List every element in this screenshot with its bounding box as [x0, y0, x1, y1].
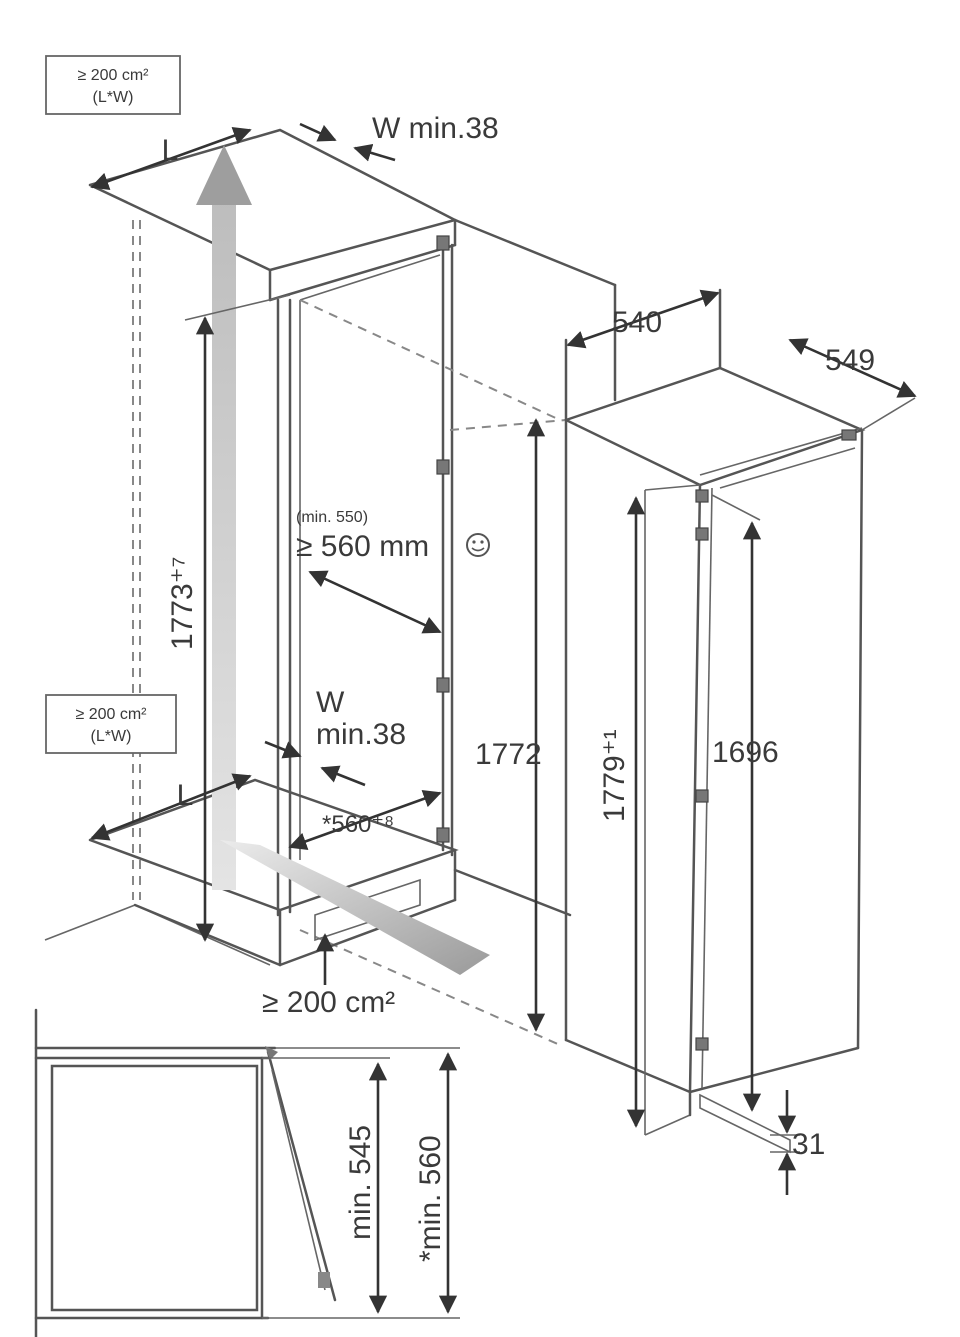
- dimension-appliance-width: 540: [564, 288, 722, 422]
- dim-depth-min-text: (min. 550): [296, 509, 368, 526]
- dim-section-depth-1-text: min. 545: [344, 1125, 377, 1240]
- dim-mid-L-text: L: [177, 779, 194, 812]
- dimension-niche-depth: (min. 550) ≥ 560 mm: [296, 509, 490, 634]
- dimension-section-depth-2: *min. 560: [275, 1047, 460, 1314]
- dim-top-W-text: W min.38: [372, 112, 499, 145]
- vent-mid-area: ≥ 200 cm²: [75, 706, 147, 723]
- dimension-appliance-front-height: 1779⁺¹: [598, 496, 646, 1128]
- dim-appliance-front-height-text: 1779⁺¹: [598, 729, 631, 822]
- bottom-vent-text: ≥ 200 cm²: [262, 986, 395, 1019]
- vent-mid-formula: (L*W): [91, 728, 132, 745]
- dim-top-L-text: L: [162, 134, 179, 167]
- vent-top-formula: (L*W): [93, 89, 134, 106]
- dim-door-height-text: 1696: [712, 736, 779, 769]
- smiley-icon: [466, 533, 490, 557]
- dimension-niche-width: *560⁺⁸: [288, 789, 442, 851]
- dimension-foot-offset: 31: [770, 1090, 825, 1195]
- dimension-mid-W: W min.38: [264, 686, 406, 787]
- dim-depth-recommended-text: ≥ 560 mm: [296, 530, 429, 563]
- vent-top-area: ≥ 200 cm²: [77, 67, 149, 84]
- dim-mid-W-text1: W: [316, 686, 345, 719]
- dimension-mid-L: L: [90, 773, 252, 841]
- dim-section-depth-2-text: *min. 560: [414, 1135, 447, 1262]
- niche-cabinet: [44, 128, 617, 1046]
- dimension-appliance-back-height: 1772: [475, 418, 546, 1032]
- dimension-bottom-vent: ≥ 200 cm²: [262, 933, 395, 1019]
- vent-top-label: ≥ 200 cm² (L*W): [45, 55, 181, 115]
- dimension-section-depth-1: min. 545: [262, 1057, 460, 1319]
- vent-mid-label: ≥ 200 cm² (L*W): [45, 694, 177, 754]
- dimension-top-L: L: [90, 126, 252, 191]
- section-view: [34, 1008, 337, 1337]
- dim-appliance-width-text: 540: [612, 306, 662, 339]
- dim-foot-offset-text: 31: [792, 1128, 825, 1161]
- dimension-appliance-depth: 549: [788, 338, 917, 431]
- appliance-hinges: [695, 429, 857, 1051]
- dim-niche-height-text: 1773⁺⁷: [166, 557, 199, 650]
- dim-appliance-back-height-text: 1772: [475, 738, 542, 771]
- dim-niche-width-text: *560⁺⁸: [322, 811, 394, 838]
- dimension-top-W: W min.38: [299, 112, 499, 162]
- dimension-door-height: 1696: [711, 494, 779, 1112]
- dim-mid-W-text2: min.38: [316, 718, 406, 751]
- dim-appliance-depth-text: 549: [825, 344, 875, 377]
